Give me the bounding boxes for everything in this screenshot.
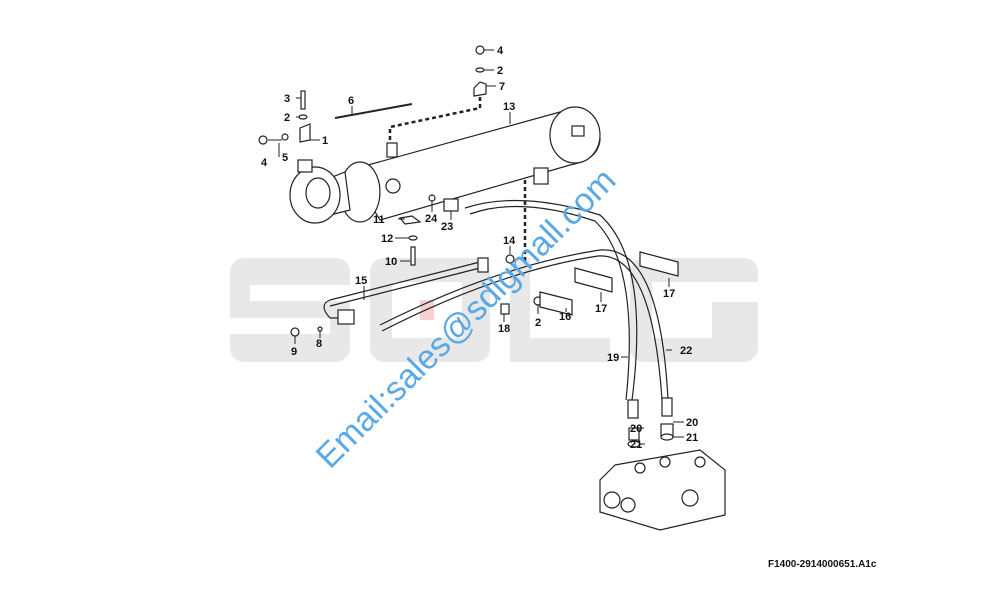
callout-2: 2 <box>535 317 541 329</box>
callout-4: 4 <box>261 157 268 169</box>
callout-10: 10 <box>385 256 397 268</box>
callout-24: 24 <box>425 213 438 225</box>
callout-5: 5 <box>282 152 288 164</box>
callout-21: 21 <box>686 432 698 444</box>
rod-6 <box>334 103 413 119</box>
dashed-link-top <box>388 85 482 140</box>
callout-21: 21 <box>630 439 642 451</box>
leader-lines <box>268 49 684 445</box>
callout-16: 16 <box>559 311 571 323</box>
callout-17: 17 <box>663 288 675 300</box>
callouts: 4 2 7 3 6 2 1 13 4 5 11 24 23 12 14 10 1… <box>261 45 698 451</box>
callout-6: 6 <box>348 95 354 107</box>
control-valve <box>599 449 726 531</box>
callout-7: 7 <box>499 81 505 93</box>
callout-14: 14 <box>503 235 516 247</box>
callout-20: 20 <box>630 423 642 435</box>
callout-12: 12 <box>381 233 393 245</box>
callout-3: 3 <box>284 93 290 105</box>
figure-code: F1400-2914000651.A1c <box>768 559 877 570</box>
callout-13: 13 <box>503 101 515 113</box>
callout-2: 2 <box>497 65 503 77</box>
callout-11: 11 <box>373 214 385 226</box>
callout-19: 19 <box>607 352 619 364</box>
callout-22: 22 <box>680 345 692 357</box>
callout-15: 15 <box>355 275 367 287</box>
callout-1: 1 <box>322 135 328 147</box>
callout-23: 23 <box>441 221 453 233</box>
callout-2: 2 <box>284 112 290 124</box>
hydraulic-cylinder <box>289 106 601 224</box>
callout-20: 20 <box>686 417 698 429</box>
callout-8: 8 <box>316 338 322 350</box>
callout-9: 9 <box>291 346 297 358</box>
callout-18: 18 <box>498 323 510 335</box>
callout-4: 4 <box>497 45 504 57</box>
callout-17: 17 <box>595 303 607 315</box>
hardware <box>258 45 679 337</box>
